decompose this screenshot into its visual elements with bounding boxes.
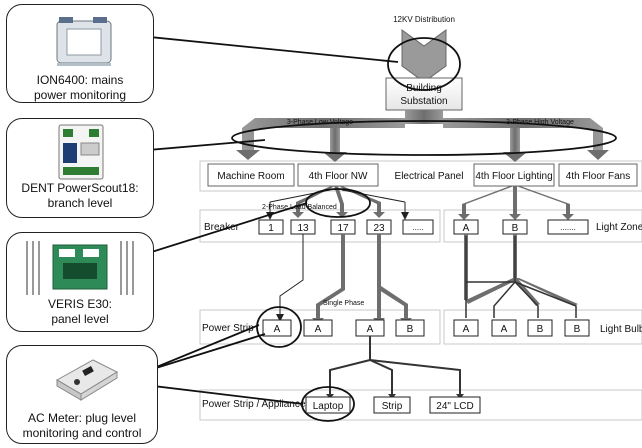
- power-strip-box: [262, 319, 292, 337]
- light-bulb-boxes: A A B B: [453, 319, 590, 337]
- panel-row: Machine Room 4th Floor NW Electrical Pan…: [207, 163, 638, 187]
- power-strip-value: B: [407, 324, 414, 335]
- single-phase-label: Single Phase: [323, 300, 364, 307]
- appliance-row-label: Power Strip / Appliance: [202, 399, 306, 410]
- panel-label: 4th Floor Fans: [566, 171, 630, 182]
- bus-label-high: 3-Phase High Voltage: [506, 119, 574, 126]
- substation-label-2: Substation: [400, 96, 447, 107]
- meter-card-veris: VERIS E30: panel level: [6, 232, 154, 332]
- diagram-title: 12KV Distribution: [393, 15, 455, 24]
- nw-branch: [330, 128, 340, 152]
- light-zone-row-label: Light Zone: [596, 222, 642, 233]
- power-strip-row-label: Power Strip: [202, 323, 254, 334]
- meter-caption-line: monitoring and control: [22, 426, 142, 440]
- appliance-box: [373, 396, 411, 414]
- power-strip-box: [395, 319, 425, 337]
- power-strip-value: A: [274, 324, 281, 335]
- substation-label-1: Building: [406, 83, 442, 94]
- meter-card-powerscout: DENT PowerScout18: branch level: [6, 118, 154, 218]
- arrow-fans: [587, 150, 609, 160]
- lighting-branch: [510, 128, 520, 152]
- appliance-value: Laptop: [313, 401, 344, 412]
- bulb-wires: [465, 236, 577, 318]
- light-zone-value: A: [463, 223, 470, 234]
- breaker-value: .....: [412, 223, 423, 232]
- nw-feeders: [292, 186, 385, 218]
- light-bulb-value: B: [574, 324, 581, 335]
- appliance-value: 24" LCD: [436, 401, 473, 412]
- arrow-nw: [323, 152, 347, 162]
- arrow-machine-room: [236, 150, 260, 160]
- lighting-feeders: [458, 186, 574, 220]
- meter-caption-line: AC Meter: plug level: [27, 411, 137, 425]
- light-bulb-box: [527, 319, 553, 337]
- powerscout-meter-icon: [58, 124, 104, 180]
- appliance-value: Strip: [382, 401, 403, 412]
- meter-card-ac-meter: AC Meter: plug level monitoring and cont…: [6, 345, 158, 444]
- load-balanced-label: 2-Phase Load Balanced: [262, 204, 337, 211]
- light-bulb-box: [564, 319, 590, 337]
- appliance-box: [305, 396, 351, 414]
- highlight-power-strip: [256, 306, 302, 348]
- breaker-row-label: Breaker: [204, 222, 240, 233]
- appliance-wires: [329, 336, 461, 394]
- meter-caption-line: ION6400: mains: [36, 73, 124, 87]
- panel-label: Machine Room: [217, 171, 284, 182]
- breaker-boxes: 1 13 17 23 .....: [258, 219, 434, 235]
- light-bulb-value: A: [463, 324, 470, 335]
- electrical-panel-label: Electrical Panel: [395, 171, 464, 182]
- light-bulb-value: B: [537, 324, 544, 335]
- breaker-box: [402, 219, 434, 235]
- ion6400-meter-icon: [56, 17, 112, 66]
- light-zone-value: B: [512, 223, 519, 234]
- breaker-value: 13: [297, 223, 309, 234]
- breaker-value: 23: [373, 223, 385, 234]
- power-strip-box: [303, 319, 333, 337]
- light-zone-boxes: A B .......: [453, 219, 589, 235]
- arrow-lighting: [503, 152, 527, 162]
- highlight-bus: [231, 120, 617, 156]
- meter-caption-line: branch level: [47, 196, 113, 210]
- light-bulb-row-label: Light Bulb: [600, 324, 642, 335]
- light-bulb-box: [453, 319, 479, 337]
- appliance-boxes: Laptop Strip 24" LCD: [305, 396, 481, 414]
- meter-caption-line: VERIS E30:: [47, 297, 113, 311]
- light-zone-value: .......: [560, 223, 576, 232]
- bus-label-low: 3-Phase Low Voltage: [287, 119, 353, 126]
- light-bulb-value: A: [501, 324, 508, 335]
- light-zone-box: [547, 219, 589, 235]
- breaker-box: [258, 219, 284, 235]
- meter-caption-line: DENT PowerScout18:: [21, 181, 139, 195]
- panel-box-4th-floor-fans: [558, 163, 638, 187]
- power-strip-value: A: [367, 324, 374, 335]
- ac-meter-icon: [55, 359, 119, 401]
- meter-caption-line: panel level: [51, 312, 109, 326]
- light-bulb-box: [491, 319, 517, 337]
- panel-box-machine-room: [207, 163, 295, 187]
- power-strip-boxes: A A A B: [262, 319, 425, 337]
- appliance-box: [429, 396, 481, 414]
- meter-card-ion6400: ION6400: mains power monitoring: [6, 4, 154, 103]
- meter-caption-line: power monitoring: [33, 88, 127, 102]
- power-strip-value: A: [315, 324, 322, 335]
- veris-board-icon: [26, 241, 134, 295]
- row-panel-appliance: [199, 389, 642, 421]
- panel-label: 4th Floor NW: [309, 171, 368, 182]
- wire-13-strip-a: [276, 234, 304, 322]
- bulb-feeders: [464, 234, 578, 306]
- breaker-value: 17: [337, 223, 349, 234]
- highlight-substation: [387, 37, 461, 91]
- distribution-chevron-icon: [401, 29, 447, 83]
- breaker-value: 1: [268, 223, 274, 234]
- panel-label: 4th Floor Lighting: [475, 171, 552, 182]
